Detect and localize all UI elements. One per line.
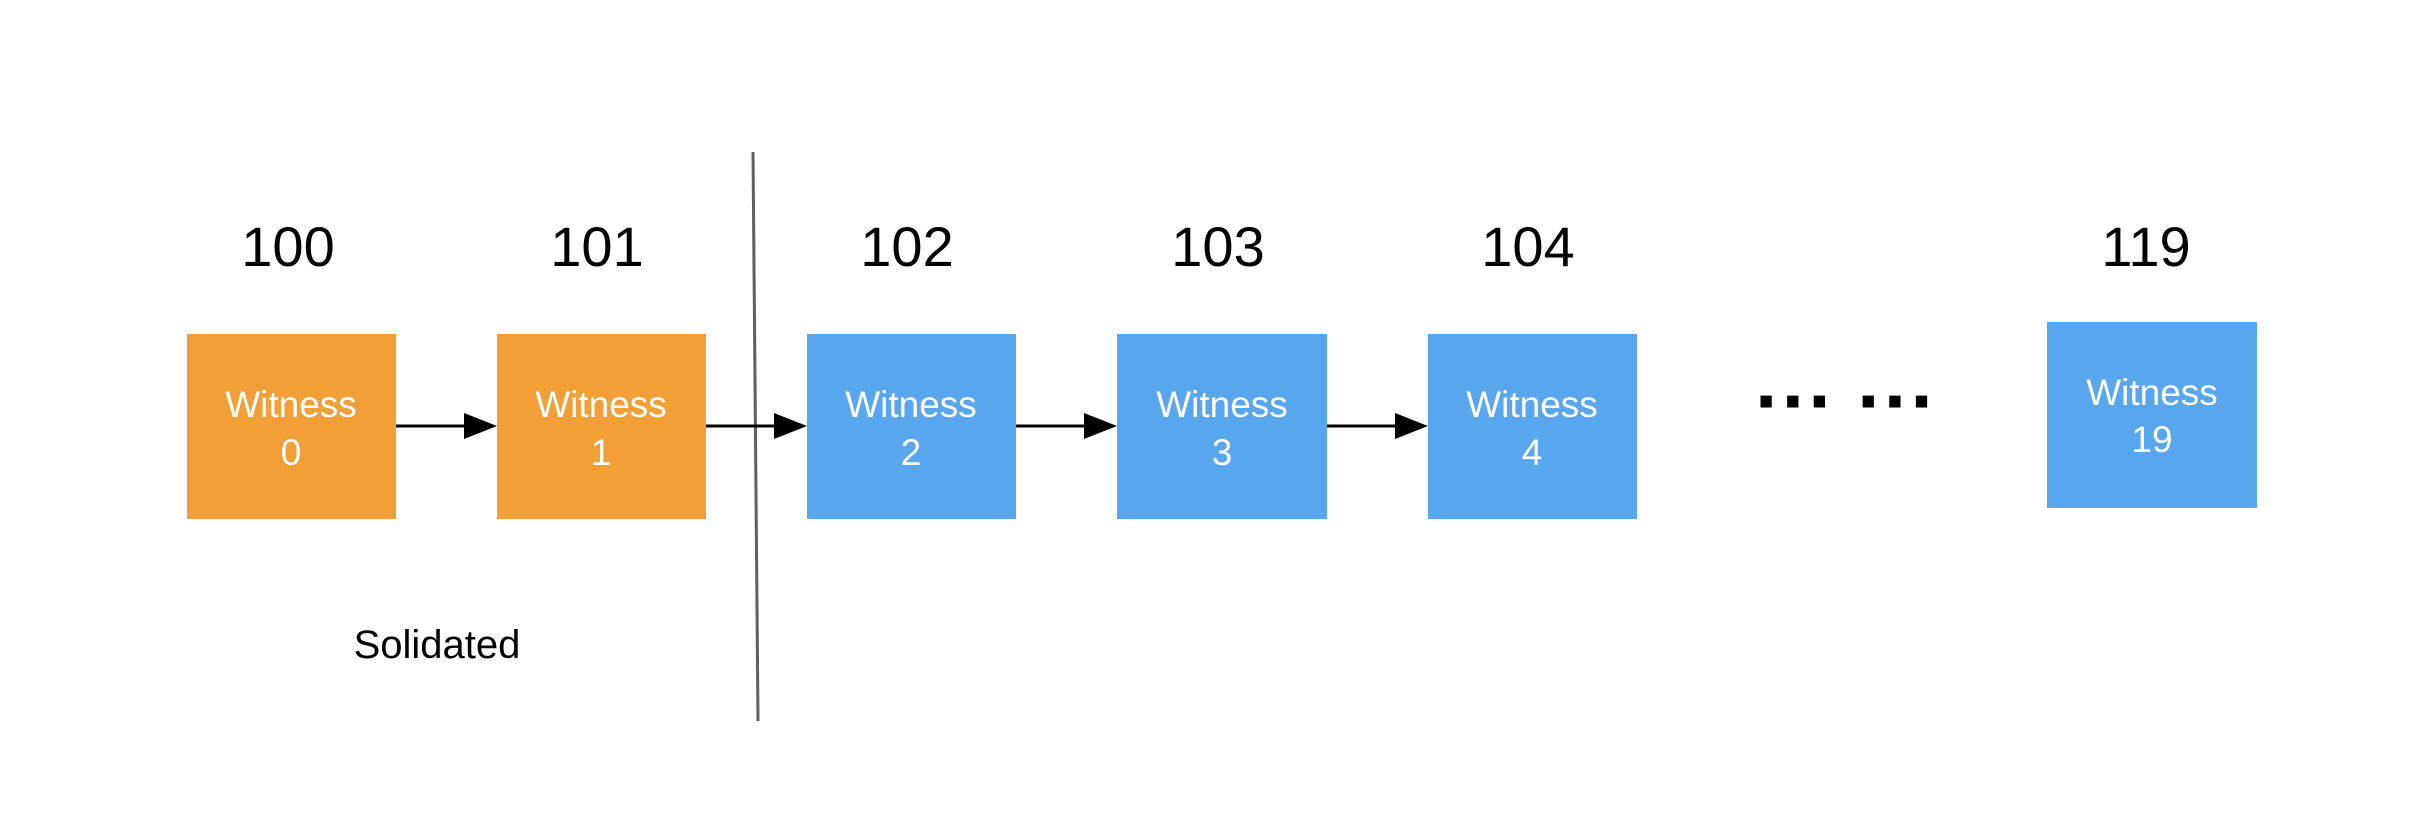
- block-witness-0: 100 Witness 0: [187, 215, 396, 519]
- witness-index-1: 1: [591, 432, 612, 473]
- witness-box-1: [497, 334, 706, 519]
- witness-label-0: Witness: [225, 384, 357, 425]
- block-witness-4: 104 Witness 4: [1428, 215, 1637, 519]
- arrow-3-to-4: [1327, 413, 1428, 439]
- block-number-103: 103: [1171, 215, 1264, 278]
- arrow-0-to-1: [396, 413, 497, 439]
- block-number-102: 102: [860, 215, 953, 278]
- witness-index-3: 3: [1212, 432, 1233, 473]
- block-number-101: 101: [550, 215, 643, 278]
- witness-label-3: Witness: [1156, 384, 1288, 425]
- witness-index-4: 4: [1522, 432, 1543, 473]
- solidated-caption: Solidated: [354, 623, 521, 667]
- solidified-divider-line: [751, 151, 760, 722]
- arrow-1-to-2: [706, 413, 807, 439]
- witness-box-19: [2047, 322, 2257, 508]
- witness-index-2: 2: [901, 432, 922, 473]
- witness-index-19: 19: [2131, 419, 2172, 460]
- ellipsis-gap: ··· ···: [1755, 356, 1937, 445]
- witness-box-2: [807, 334, 1016, 519]
- block-witness-3: 103 Witness 3: [1117, 215, 1327, 519]
- witness-box-3: [1117, 334, 1327, 519]
- block-witness-19: 119 Witness 19: [2047, 215, 2257, 508]
- witness-index-0: 0: [281, 432, 302, 473]
- witness-label-4: Witness: [1466, 384, 1598, 425]
- witness-box-4: [1428, 334, 1637, 519]
- chain-arrows: [396, 413, 1428, 439]
- block-witness-2: 102 Witness 2: [807, 215, 1016, 519]
- block-number-119: 119: [2101, 215, 2190, 278]
- witness-label-19: Witness: [2086, 372, 2218, 413]
- witness-label-2: Witness: [845, 384, 977, 425]
- block-witness-1: 101 Witness 1: [497, 215, 706, 519]
- arrow-2-to-3: [1016, 413, 1117, 439]
- block-number-100: 100: [241, 215, 334, 278]
- witness-label-1: Witness: [535, 384, 667, 425]
- witness-box-0: [187, 334, 396, 519]
- block-number-104: 104: [1481, 215, 1574, 278]
